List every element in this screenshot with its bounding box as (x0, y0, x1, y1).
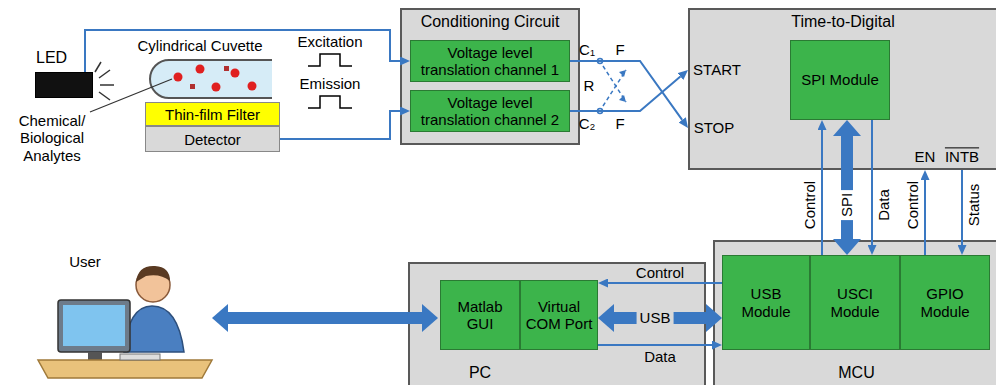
terminal-label: C₁ (579, 41, 595, 58)
edge-label: Control (801, 181, 818, 229)
edge-label: Emission (300, 75, 361, 92)
analyte-dots (174, 65, 257, 92)
usci-module-box: USCI Module (810, 255, 900, 350)
signal-line (570, 61, 682, 120)
panel-title: PC (440, 364, 520, 382)
terminal-label: C₂ (579, 115, 596, 132)
box-label: Matlab GUI (444, 298, 516, 333)
gpio-module-box: GPIO Module (900, 255, 990, 350)
signal-line (598, 344, 712, 346)
analyte-label: Chemical/ Biological Analytes (7, 112, 97, 164)
panel-title: MCU (715, 364, 996, 382)
signal-line (608, 282, 722, 284)
switch-label: F (615, 41, 624, 58)
pulse-symbol (308, 54, 352, 66)
edge-label: Data (875, 189, 892, 221)
signal-line (280, 111, 400, 139)
pin-label: INTB (945, 148, 979, 165)
channel-box: Voltage level translation channel 1 (410, 40, 570, 82)
part-label: Cylindrical Cuvette (137, 37, 262, 54)
signal-line (85, 30, 400, 72)
box-label: LED (36, 49, 67, 67)
bus-arrow (841, 136, 853, 239)
box-label: Virtual COM Port (524, 298, 594, 333)
box-label: USCI Module (814, 285, 896, 320)
edge-label: Control (636, 264, 684, 281)
box-label: Detector (184, 131, 241, 148)
thin-film-filter: Thin-film Filter (145, 102, 280, 126)
spi-module-box: SPI Module (790, 40, 890, 120)
switch-symbol (598, 59, 627, 114)
user-pc-arrow (212, 304, 438, 332)
edge-label: Excitation (297, 33, 362, 50)
user-label: User (69, 253, 101, 270)
signal-line (924, 180, 926, 255)
pin-label: EN (915, 148, 936, 165)
gui-box: Matlab GUI (440, 280, 520, 350)
detector-box: Detector (145, 126, 280, 152)
signal-line (821, 130, 823, 255)
conditioning-panel: Voltage level translation channel 1 Volta… (400, 8, 580, 145)
edge-label: SPI (838, 190, 855, 220)
edge-label: Status (965, 184, 982, 227)
panel-title: Time-to-Digital (690, 13, 996, 31)
box-label: Voltage level translation channel 2 (414, 94, 566, 129)
box-label: USB Module (726, 285, 806, 320)
com-port-box: Virtual COM Port (520, 280, 598, 350)
pin-label: START (693, 61, 741, 78)
edge-label: Control (904, 181, 921, 229)
box-label: GPIO Module (904, 285, 986, 320)
signal-line (961, 170, 963, 245)
usb-module-box: USB Module (722, 255, 810, 350)
signal-line (871, 120, 873, 245)
box-label: Voltage level translation channel 1 (414, 44, 566, 79)
switch-label: F (615, 115, 624, 132)
pin-label: STOP (694, 119, 735, 136)
user-figure (38, 266, 212, 378)
led-source: LED (35, 72, 93, 98)
cuvette-outline (150, 60, 272, 98)
channel-box: Voltage level translation channel 2 (410, 90, 570, 132)
box-label: SPI Module (801, 71, 879, 88)
edge-label: USB (637, 309, 674, 326)
pulse-symbol (308, 96, 352, 108)
mcu-panel: USB ModuleUSCI ModuleGPIO ModuleMCU (713, 240, 996, 385)
panel-title: Conditioning Circuit (402, 13, 578, 31)
edge-label: Data (644, 348, 676, 365)
switch-label: R (584, 77, 595, 94)
led-rays (95, 62, 114, 100)
box-label: Thin-film Filter (165, 106, 260, 123)
signal-line (570, 76, 680, 111)
